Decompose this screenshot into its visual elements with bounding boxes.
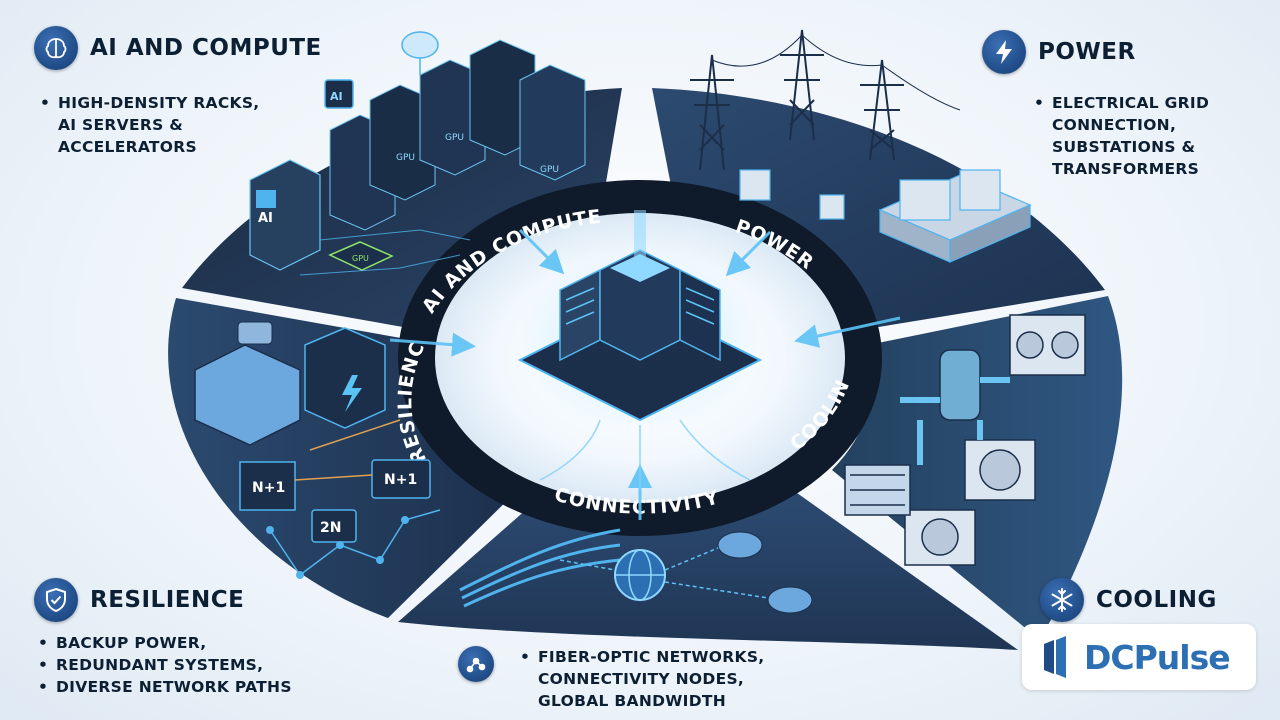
fiber-optic-cable [459,528,621,608]
heading-power-text: POWER [1038,39,1136,65]
bullet-text: AI SERVERS & [58,116,184,134]
connectivity-network [459,528,813,614]
lightning-icon [982,30,1026,74]
ai-server-racks: AI GPU GPU GPU GPU AI [249,31,586,276]
substation-transformers [739,169,1032,263]
heading-power: POWER [982,30,1136,74]
brain-icon [34,26,78,70]
fan-unit [904,509,976,566]
heading-cooling-text: COOLING [1096,587,1217,613]
bullet-text: REDUNDANT SYSTEMS, [56,656,264,674]
lightning-bolt-icon [342,375,362,412]
power-transmission-towers [690,29,961,171]
coolant-tank [939,349,981,421]
heading-resilience-text: RESILIENCE [90,587,245,613]
bullet-text: CONNECTION, [1052,116,1177,134]
connectivity-bullets: •FIBER-OPTIC NETWORKS, CONNECTIVITY NODE… [520,648,765,710]
router-icon [717,531,763,559]
resilience-equipment: N+1 N+1 2N [194,321,441,579]
fan-unit [964,439,1036,501]
logo-mark-icon [1044,636,1066,678]
gpu-chip-label: GPU [352,254,369,263]
rack-label-gpu: GPU [540,165,559,175]
resilience-bullets: •BACKUP POWER, •REDUNDANT SYSTEMS, •DIVE… [38,634,292,696]
bullet-text: GLOBAL BANDWIDTH [538,692,727,710]
ai-chip-label: AI [330,90,343,103]
dcpulse-logo: DCPulse [1022,624,1256,690]
rack-label-ai: AI [258,211,273,226]
server-rack: GPU [519,64,586,181]
node-label: N+1 [384,472,417,488]
rack-label-gpu: GPU [396,153,415,163]
redundancy-node: N+1 [371,459,431,499]
bullet-text: DIVERSE NETWORK PATHS [56,678,292,696]
bullet-text: ACCELERATORS [58,138,197,156]
gpu-chip-icon: GPU [328,241,394,271]
heat-exchanger [844,464,911,516]
heading-resilience: RESILIENCE [34,578,244,622]
cooling-equipment [844,314,1086,566]
redundancy-node: N+1 [239,461,296,511]
ai-compute-bullets: •HIGH-DENSITY RACKS, AI SERVERS & ACCELE… [40,94,260,156]
logo-text: DCPulse [1084,637,1231,677]
globe-icon [614,549,666,601]
battery-cabinet [304,327,386,429]
bullet-text: CONNECTIVITY NODES, [538,670,745,688]
radiator-fan-unit [1009,314,1086,376]
node-label: N+1 [252,480,285,496]
shield-check-icon [34,578,78,622]
server-rack: AI [249,159,321,271]
bullet-text: TRANSFORMERS [1052,160,1200,178]
bullet-text: FIBER-OPTIC NETWORKS, [538,648,765,666]
central-datacenter-icon [517,210,763,490]
bullet-text: BACKUP POWER, [56,634,207,652]
heading-ai-compute: AI AND COMPUTE [34,26,322,70]
ai-chip-icon: AI [324,79,354,109]
heading-cooling: COOLING [1040,578,1217,622]
server-rack: GPU [369,84,436,201]
redundancy-node: 2N [311,509,357,543]
rack-label-gpu: GPU [445,133,464,143]
backup-generator [194,321,301,446]
bullet-text: SUBSTATIONS & [1052,138,1196,156]
flow-arrows [389,228,901,520]
power-bullets: •ELECTRICAL GRID CONNECTION, SUBSTATIONS… [1034,94,1210,178]
bullet-text: ELECTRICAL GRID [1052,94,1210,112]
snowflake-icon [1040,578,1084,622]
bullet-text: HIGH-DENSITY RACKS, [58,94,260,112]
router-icon [767,586,813,614]
server-rack: GPU [419,59,486,176]
brain-circuit-icon [401,31,439,75]
heading-ai-compute-text: AI AND COMPUTE [90,35,322,61]
network-nodes-icon [458,646,494,682]
segment-power [652,88,1105,330]
node-label: 2N [320,520,341,536]
